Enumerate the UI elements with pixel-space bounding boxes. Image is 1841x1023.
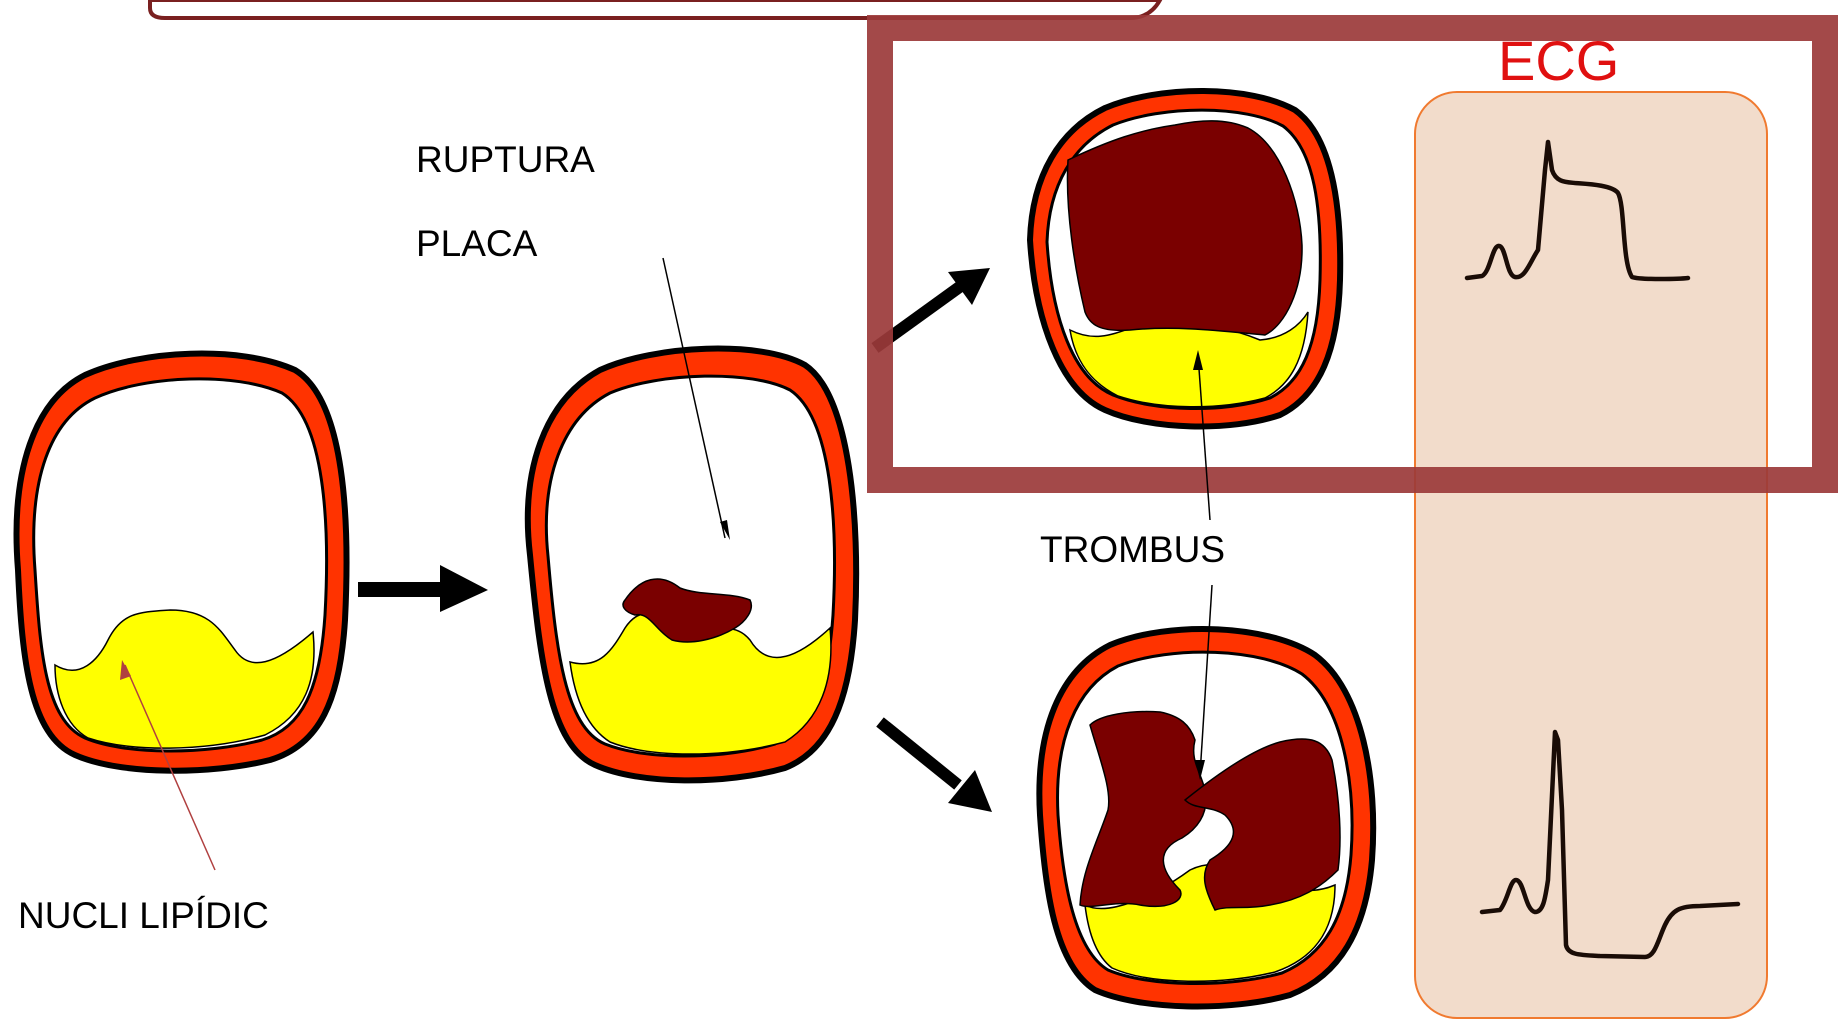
ecg-panel xyxy=(1415,92,1767,1018)
label-ecg: ECG xyxy=(1498,29,1619,92)
occlusive-thrombus xyxy=(1067,121,1302,335)
vessel-lipid-core xyxy=(17,354,347,771)
label-ruptura: RUPTURA xyxy=(416,139,595,180)
label-trombus: TROMBUS xyxy=(1040,529,1225,570)
arrow-right xyxy=(358,565,488,612)
label-nucli-lipidic: NUCLI LIPÍDIC xyxy=(18,895,269,936)
arrow-down-right xyxy=(880,722,992,812)
vessel-plaque-rupture xyxy=(528,349,856,781)
vessel-occlusive-thrombus xyxy=(1030,91,1340,427)
label-placa: PLACA xyxy=(416,223,538,264)
